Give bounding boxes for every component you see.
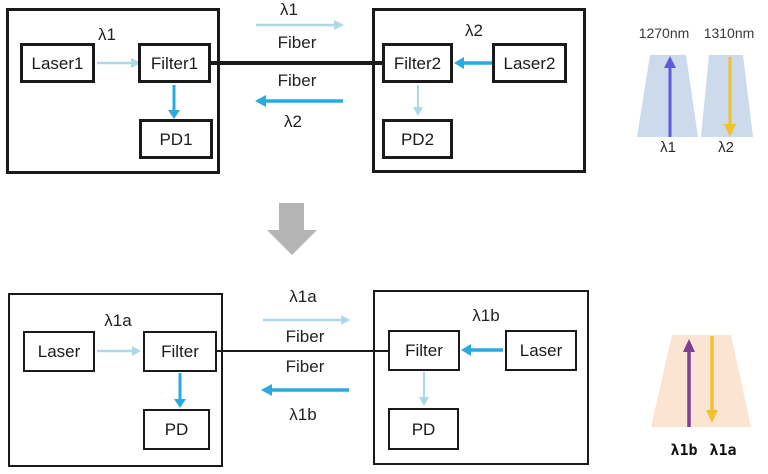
stage1-laser1-box: Laser1 bbox=[20, 43, 95, 83]
spectrum1-left-peak-label: 1270nm bbox=[638, 25, 690, 41]
stage2-right-wavelength-label: λ1b bbox=[472, 306, 500, 325]
stage1-pd2-label: PD2 bbox=[400, 129, 435, 149]
spectrum1-right-peak-label: 1310nm bbox=[703, 25, 755, 41]
arrow-laser-to-filter-bottom-right bbox=[461, 344, 503, 356]
stage1-laser2-box: Laser2 bbox=[492, 43, 567, 83]
arrow-backward-fiber-top bbox=[255, 95, 343, 107]
stage1-pd2-box: PD2 bbox=[382, 119, 453, 159]
passband-1270nm-shape bbox=[637, 55, 698, 137]
stage1-filter2-label: Filter2 bbox=[393, 53, 442, 73]
arrow-filter-to-pd-bottom-left bbox=[174, 373, 186, 408]
passband-combined-shape bbox=[651, 335, 751, 427]
spectrum1-left-wavelength-label: λ1 bbox=[660, 139, 676, 156]
arrow-filter1-to-pd1 bbox=[168, 85, 180, 119]
arrow-lambda1a-down bbox=[706, 336, 718, 423]
arrow-1310nm-down bbox=[724, 57, 736, 137]
stage2-left-wavelength-label: λ1a bbox=[104, 311, 132, 330]
stage1-filter2-box: Filter2 bbox=[382, 43, 453, 83]
stage1-laser2-label: Laser2 bbox=[503, 53, 556, 73]
stage2-right-pd-box: PD bbox=[388, 408, 459, 450]
stage2-forward-fiber-label: Fiber bbox=[285, 327, 325, 346]
stage1-laser1-label: Laser1 bbox=[31, 53, 84, 73]
arrow-filter2-to-pd2 bbox=[413, 85, 423, 116]
spectrum1-right-wavelength-label: λ2 bbox=[718, 139, 734, 156]
stage1-filter1-label: Filter1 bbox=[150, 53, 199, 73]
spectrum2-up-wavelength-label: λ1b bbox=[670, 441, 698, 459]
stage2-backward-wavelength-label: λ1b bbox=[289, 405, 317, 424]
arrow-backward-fiber-bottom bbox=[261, 384, 349, 396]
arrow-forward-fiber-top bbox=[256, 20, 344, 30]
stage2-backward-fiber-label: Fiber bbox=[285, 357, 325, 376]
stage1-forward-fiber-label: Fiber bbox=[277, 33, 317, 52]
stage2-left-pd-box: PD bbox=[143, 409, 210, 450]
arrow-lambda1b-up bbox=[683, 339, 695, 427]
stage1-left-wavelength-label: λ1 bbox=[98, 25, 116, 44]
arrow-filter-to-pd-bottom-right bbox=[419, 372, 429, 406]
stage2-right-filter-label: Filter bbox=[405, 341, 443, 360]
stage1-backward-wavelength-label: λ2 bbox=[284, 112, 302, 131]
stage2-left-laser-label: Laser bbox=[37, 342, 81, 361]
stage2-forward-wavelength-label: λ1a bbox=[289, 287, 317, 306]
stage2-left-terminal-box bbox=[8, 293, 223, 467]
stage2-left-pd-label: PD bbox=[164, 420, 189, 439]
stage1-left-terminal-box bbox=[6, 8, 220, 174]
stage1-filter1-box: Filter1 bbox=[138, 43, 211, 83]
stage1-forward-wavelength-label: λ1 bbox=[280, 0, 298, 19]
stage2-right-pd-label: PD bbox=[411, 419, 436, 439]
stage1-right-wavelength-label: λ2 bbox=[465, 21, 483, 40]
stage2-right-terminal-box bbox=[373, 290, 589, 465]
arrow-laser-to-filter-bottom-left bbox=[97, 346, 141, 356]
stage2-right-laser-label: Laser bbox=[519, 341, 563, 360]
arrow-laser1-to-filter1 bbox=[97, 58, 141, 68]
arrow-forward-fiber-bottom bbox=[263, 315, 350, 325]
transition-down-arrow bbox=[267, 203, 317, 255]
arrow-1270nm-up bbox=[664, 56, 676, 137]
stage2-left-laser-box: Laser bbox=[23, 331, 95, 372]
stage2-left-filter-box: Filter bbox=[143, 331, 217, 372]
stage1-pd1-box: PD1 bbox=[139, 119, 213, 159]
stage2-left-filter-label: Filter bbox=[161, 342, 199, 361]
passband-1310nm-shape bbox=[701, 55, 753, 137]
stage1-right-terminal-box bbox=[372, 8, 586, 173]
stage1-pd1-label: PD1 bbox=[159, 129, 193, 149]
stage2-right-filter-box: Filter bbox=[388, 330, 460, 371]
stage1-backward-fiber-label: Fiber bbox=[277, 71, 317, 90]
spectrum2-down-wavelength-label: λ1a bbox=[709, 441, 737, 459]
stage2-right-laser-box: Laser bbox=[505, 330, 577, 371]
arrow-laser2-to-filter2 bbox=[454, 57, 492, 69]
